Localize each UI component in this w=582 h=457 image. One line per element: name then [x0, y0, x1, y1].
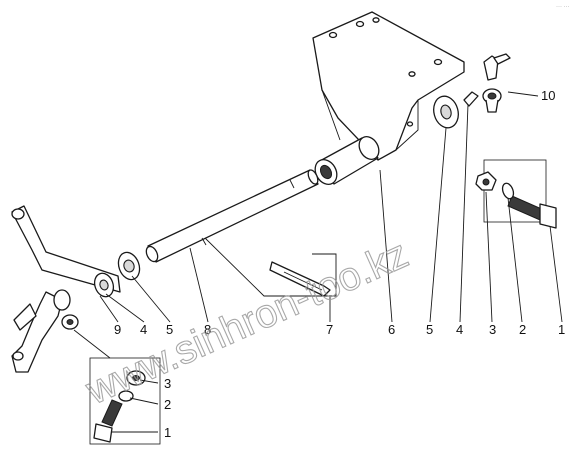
callout-2-bottom: 2: [164, 397, 171, 412]
washer-left-part: [93, 272, 115, 298]
callout-1-right: 1: [558, 322, 565, 337]
bracket-bushing-part: [314, 136, 380, 185]
callout-5-left: 5: [166, 322, 173, 337]
callout-3-right: 3: [489, 322, 496, 337]
lever-fork-part: [11, 205, 121, 373]
callout-4-right: 4: [456, 322, 463, 337]
callout-3-bottom: 3: [164, 376, 171, 391]
leader-lines: [73, 91, 563, 433]
callout-2-right: 2: [519, 322, 526, 337]
callout-7: 7: [326, 322, 333, 337]
split-pin-right-part: [463, 91, 479, 107]
washer-left-large-part: [117, 251, 141, 281]
mounting-bracket-part: [312, 11, 465, 161]
callout-5-right: 5: [426, 322, 433, 337]
callout-labels: 10 7 6 5 4 3 2 1 9 4 5 8 3 2 1: [114, 88, 565, 440]
callout-9: 9: [114, 322, 121, 337]
cotter-pin-detail: [204, 237, 337, 297]
clamp-part: [482, 53, 511, 113]
corner-mark: ··· ···: [556, 4, 570, 10]
callout-6: 6: [388, 322, 395, 337]
callout-8: 8: [204, 322, 211, 337]
callout-10: 10: [541, 88, 555, 103]
bolt-assembly-bottom: [89, 357, 161, 445]
callout-1-bottom: 1: [164, 425, 171, 440]
shaft-part: [145, 169, 319, 263]
washer-right-part: [433, 95, 459, 129]
callout-4-left: 4: [140, 322, 147, 337]
clamp-left-part: [53, 289, 79, 330]
bolt-assembly-right: [475, 159, 557, 229]
